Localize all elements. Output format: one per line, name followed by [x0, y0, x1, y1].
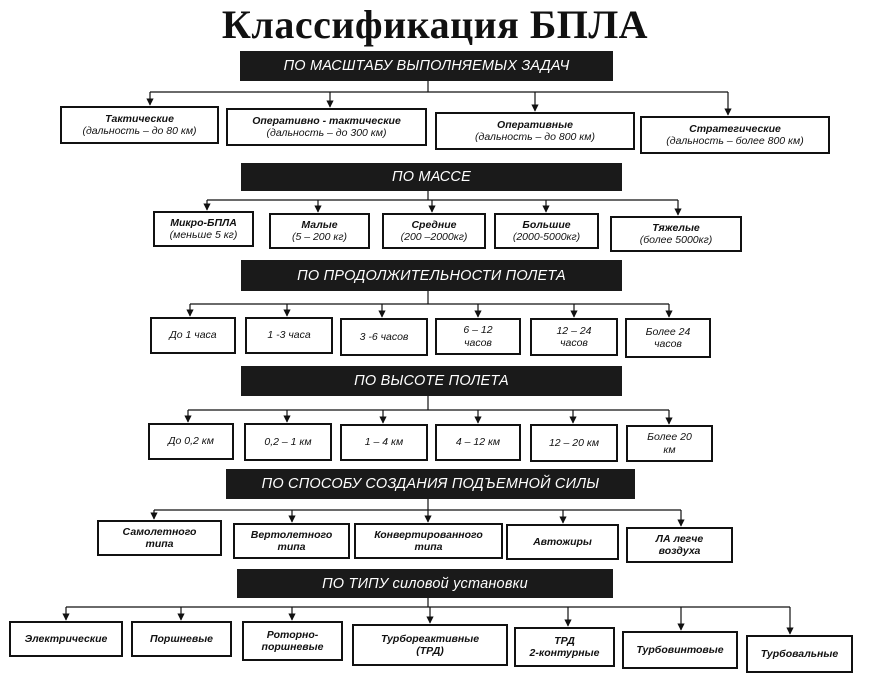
- node-operational-tactical: Оперативно - тактические(дальность – до …: [226, 108, 427, 146]
- node-dur-3: 3 -6 часов: [340, 318, 428, 356]
- node-detail: типа: [145, 538, 174, 550]
- node-title: 1 -3 часа: [267, 329, 311, 342]
- node-title: Электрические: [24, 632, 108, 645]
- node-micro: Микро-БПЛА(меньше 5 кг): [153, 211, 254, 247]
- node-tactical: Тактические(дальность – до 80 км): [60, 106, 219, 144]
- node-title: Более 24: [645, 325, 691, 338]
- node-detail: (5 – 200 кг): [291, 231, 348, 243]
- node-title: 3 -6 часов: [359, 330, 409, 343]
- header-mass: ПО МАССЕ: [241, 163, 622, 191]
- node-title: Тактические: [105, 112, 174, 125]
- node-title: ЛА легче: [655, 532, 704, 545]
- node-operational: Оперативные(дальность – до 800 км): [435, 112, 635, 150]
- node-autogyro: Автожиры: [506, 524, 619, 560]
- node-detail: типа: [414, 541, 443, 553]
- node-small: Малые(5 – 200 кг): [269, 213, 370, 249]
- node-title: Большие: [522, 218, 571, 231]
- node-alt-3: 1 – 4 км: [340, 424, 428, 461]
- node-alt-2: 0,2 – 1 км: [244, 423, 332, 461]
- node-title: 6 – 12: [463, 324, 493, 336]
- node-strategic: Стратегические(дальность – более 800 км): [640, 116, 830, 154]
- header-powerplant: ПО ТИПУ силовой установки: [237, 569, 613, 598]
- node-title: 1 – 4 км: [364, 436, 404, 449]
- node-detail: (более 5000кг): [639, 234, 713, 246]
- header-scale: ПО МАСШТАБУ ВЫПОЛНЯЕМЫХ ЗАДАЧ: [240, 51, 613, 81]
- node-title: Турбореактивные: [380, 632, 480, 645]
- node-rotary-piston: Роторно-поршневые: [242, 621, 343, 661]
- node-detail: км: [663, 443, 676, 456]
- node-title: Поршневые: [149, 632, 214, 645]
- node-detail: 2-контурные: [529, 647, 600, 659]
- node-medium: Средние(200 –2000кг): [382, 213, 486, 249]
- header-lift: ПО СПОСОБУ СОЗДАНИЯ ПОДЪЕМНОЙ СИЛЫ: [226, 469, 635, 499]
- node-title: 12 – 24: [556, 324, 592, 337]
- node-title: Турбовальные: [760, 647, 839, 660]
- node-detail: типа: [277, 541, 306, 553]
- node-title: 12 – 20 км: [548, 436, 600, 449]
- node-dur-2: 1 -3 часа: [245, 317, 333, 354]
- node-title: Самолетного: [122, 525, 197, 538]
- node-title: Стратегические: [689, 122, 781, 135]
- node-title: 4 – 12 км: [455, 436, 501, 449]
- node-detail: (дальность – до 80 км): [82, 125, 197, 137]
- node-alt-4: 4 – 12 км: [435, 424, 521, 461]
- node-title: Оперативно - тактические: [252, 114, 401, 127]
- node-title: До 1 часа: [169, 329, 217, 342]
- node-electric: Электрические: [9, 621, 123, 657]
- node-detail: (меньше 5 кг): [169, 229, 238, 241]
- node-detail: часов: [560, 337, 588, 349]
- node-detail: поршневые: [261, 641, 324, 653]
- page-title: Классификация БПЛА: [221, 2, 649, 47]
- node-turbojet: Турбореактивные(ТРД): [352, 624, 508, 666]
- node-detail: (дальность – более 800 км): [666, 135, 804, 147]
- node-title: Конвертированного: [374, 528, 483, 541]
- node-title: Вертолетного: [250, 528, 333, 541]
- node-detail: (ТРД): [416, 645, 444, 657]
- node-title: ТРД: [554, 634, 575, 647]
- header-duration: ПО ПРОДОЛЖИТЕЛЬНОСТИ ПОЛЕТА: [241, 260, 622, 291]
- node-alt-1: До 0,2 км: [148, 423, 234, 460]
- header-altitude: ПО ВЫСОТЕ ПОЛЕТА: [241, 366, 622, 396]
- node-title: Роторно-: [266, 628, 319, 641]
- node-large: Большие(2000-5000кг): [494, 213, 599, 249]
- node-piston: Поршневые: [131, 621, 232, 657]
- node-title: Тяжелые: [652, 221, 700, 234]
- node-alt-5: 12 – 20 км: [530, 424, 618, 462]
- node-detail: воздуха: [658, 545, 701, 557]
- node-title: До 0,2 км: [168, 435, 214, 448]
- node-detail: (дальность – до 300 км): [266, 127, 387, 139]
- node-dur-1: До 1 часа: [150, 317, 236, 354]
- node-detail: (2000-5000кг): [512, 231, 581, 243]
- node-title: Микро-БПЛА: [170, 216, 237, 229]
- node-detail: (дальность – до 800 км): [475, 131, 595, 143]
- node-detail: (200 –2000кг): [400, 231, 468, 243]
- node-title: Более 20: [647, 431, 692, 443]
- node-title: Оперативные: [497, 118, 573, 131]
- node-detail: часов: [464, 336, 492, 349]
- node-title: Малые: [301, 218, 338, 231]
- node-heavy: Тяжелые(более 5000кг): [610, 216, 742, 252]
- node-title: Турбовинтовые: [636, 643, 724, 656]
- node-detail: часов: [654, 338, 682, 350]
- node-turboprop: Турбовинтовые: [622, 631, 738, 669]
- node-turboshaft: Турбовальные: [746, 635, 853, 673]
- node-title: Автожиры: [533, 535, 592, 548]
- node-title: 0,2 – 1 км: [264, 435, 312, 448]
- node-title: Средние: [411, 218, 457, 231]
